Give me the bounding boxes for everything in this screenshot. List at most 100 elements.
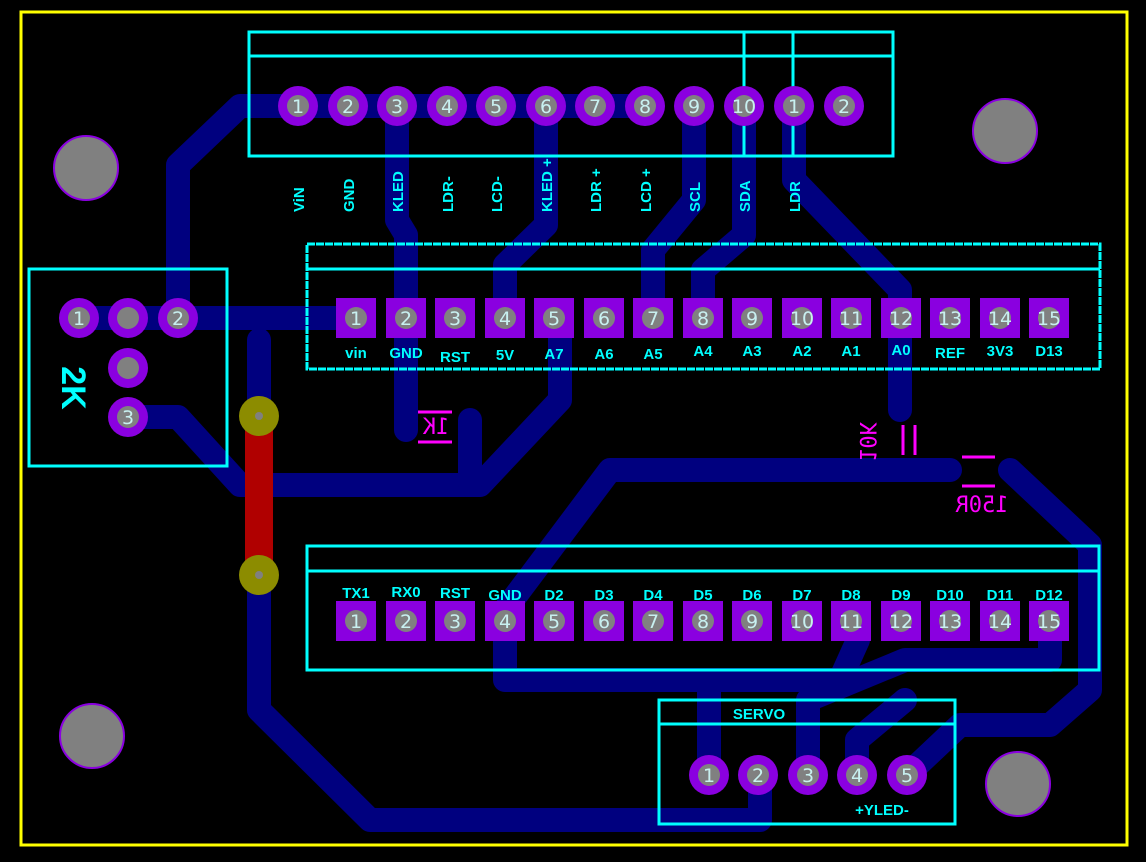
pad-number: 2 [400,611,412,633]
pad-hole [287,95,309,117]
trace [782,94,912,422]
servo-pin-label: +YLED- [855,802,909,819]
arduino-bottom-pin-label: D4 [643,587,663,604]
pad-hole [698,764,720,786]
arduino-bottom-pin-label: D11 [987,587,1014,604]
resistor-1k-label: 1K [422,415,449,440]
pad-hole [939,307,961,329]
pad-hole [741,307,763,329]
top-connector-pin-label: SDA [737,180,754,212]
pad-number: 3 [391,96,403,118]
arduino-top-pin-label: 3V3 [987,343,1014,360]
pad-number: 9 [746,611,758,633]
arduino-top-pin-label: GND [389,345,423,362]
arduino-bottom-pin-label: D6 [742,587,761,604]
pad-hole [167,307,189,329]
pad-number: 15 [1037,308,1061,330]
arduino-top-pin-label: A2 [792,343,811,360]
trace [895,458,1102,787]
arduino-top-pin-label: D13 [1035,343,1063,360]
pad-number: 7 [647,611,659,633]
pad-hole [683,95,705,117]
pad-hole [890,610,912,632]
pad-number: 8 [639,96,651,118]
pad-number: 8 [697,611,709,633]
arduino-top-pin-label: A4 [693,343,713,360]
traces [67,94,1102,832]
pad-hole [444,307,466,329]
arduino-top-pin-label: RST [440,349,470,366]
pad-number: 14 [988,611,1012,633]
arduino-top-pin-label: REF [935,345,965,362]
pad-hole [733,95,755,117]
top-connector-pin-label: LDR [787,181,804,212]
pad-hole [1038,307,1060,329]
arduino-top-pin-label: A5 [643,346,662,363]
arduino-bottom-pin-label: D12 [1035,587,1063,604]
trace [493,458,962,692]
top-connector-pin-label: KLED [390,171,407,212]
mounting-hole [59,703,125,769]
resistor-150r-label: 150R [955,493,1009,518]
pad-hole [846,764,868,786]
pad-number: 13 [938,308,962,330]
top-connector-pin-label: GND [341,179,358,213]
pad-hole [535,95,557,117]
pad-hole [395,610,417,632]
pad-hole [791,610,813,632]
top-connector-pin-label: LCD + [638,168,655,212]
servo-title: SERVO [733,706,786,723]
arduino-top-pin-label: A3 [742,343,761,360]
pad-number: 1 [350,308,362,330]
pad-number: 11 [839,611,863,633]
top-connector-pin-label: LDR- [440,176,457,212]
pad-number: 1 [788,96,800,118]
pad-number: 14 [988,308,1012,330]
top-connector-outline [247,30,895,158]
trace [116,306,572,497]
arduino-bottom-pin-label: D5 [693,587,712,604]
pad-number: 4 [441,96,453,118]
pad-hole [747,764,769,786]
jumper-hole [255,571,263,579]
mounting-holes [53,98,1051,817]
pad-hole [741,610,763,632]
pad-hole [634,95,656,117]
pad-hole [395,307,417,329]
pad-number: 8 [697,308,709,330]
pad-number: 6 [540,96,552,118]
arduino-bottom-pin-label: D3 [594,587,613,604]
pad-hole [117,357,139,379]
pad-hole [783,95,805,117]
pad-hole [840,307,862,329]
arduino-bottom-pin-label: D9 [891,587,910,604]
pad-hole [345,307,367,329]
mounting-hole [53,135,119,201]
pad-hole [584,95,606,117]
pad-hole [543,610,565,632]
pad-hole [989,610,1011,632]
pad-hole [117,307,139,329]
top-connector-pin-label: ViN [291,187,308,212]
pad-number: 5 [548,611,560,633]
pad-hole [485,95,507,117]
pad-number: 13 [938,611,962,633]
pad-number: 2 [838,96,850,118]
pad-number: 7 [589,96,601,118]
arduino-top-pin-label: A7 [544,346,563,363]
pad-number: 5 [490,96,502,118]
pad-number: 4 [851,765,863,787]
top-connector-pin-label: LDR + [588,168,605,212]
arduino-bottom-pin-label: RST [440,585,470,602]
silkscreen [27,30,1102,826]
top-connector-pin-label: LCD- [489,176,506,212]
pad-hole [436,95,458,117]
pad-hole [494,610,516,632]
pad-hole [444,610,466,632]
jumper-hole [255,412,263,420]
pad-number: 2 [342,96,354,118]
pad-hole [989,307,1011,329]
pad-hole [840,610,862,632]
mounting-hole [972,98,1038,164]
arduino-top-pin-label: A6 [594,346,613,363]
